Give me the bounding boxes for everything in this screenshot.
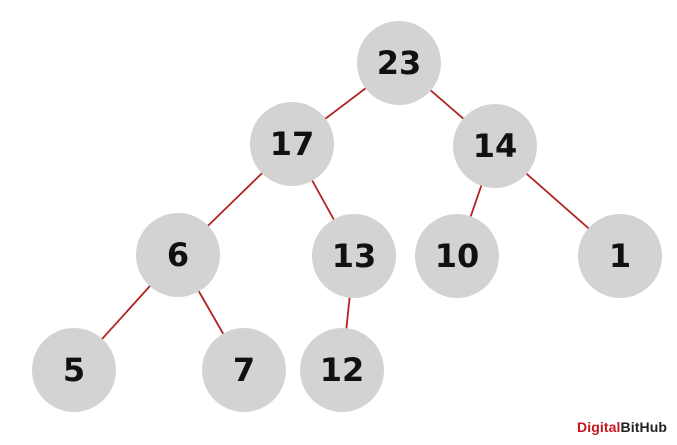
node-circle	[300, 328, 384, 412]
node-label: 10	[435, 237, 480, 275]
node-label: 23	[377, 44, 422, 82]
tree-node-10: 10	[415, 214, 499, 298]
tree-node-7: 7	[202, 328, 286, 412]
node-circle	[578, 214, 662, 298]
tree-node-5: 5	[32, 328, 116, 412]
node-circle	[32, 328, 116, 412]
tree-node-14: 14	[453, 104, 537, 188]
tree-node-1: 1	[578, 214, 662, 298]
node-circle	[250, 102, 334, 186]
node-label: 6	[167, 236, 189, 274]
node-label: 17	[270, 125, 315, 163]
tree-node-13: 13	[312, 214, 396, 298]
brand-watermark-digital: Digital	[577, 419, 621, 435]
node-circle	[415, 214, 499, 298]
tree-node-23: 23	[357, 21, 441, 105]
node-label: 14	[473, 127, 518, 165]
node-layer: 23 17 14 6 13 10 1 5 7 12	[32, 21, 662, 412]
tree-node-17: 17	[250, 102, 334, 186]
node-label: 1	[609, 237, 631, 275]
brand-watermark-bithub: BitHub	[620, 419, 667, 435]
brand-watermark: DigitalBitHub	[577, 419, 667, 435]
node-label: 7	[233, 351, 255, 389]
node-circle	[312, 214, 396, 298]
node-label: 13	[332, 237, 377, 275]
node-circle	[202, 328, 286, 412]
node-label: 5	[63, 351, 85, 389]
tree-node-6: 6	[136, 213, 220, 297]
tree-node-12: 12	[300, 328, 384, 412]
node-label: 12	[320, 351, 365, 389]
node-circle	[136, 213, 220, 297]
node-circle	[357, 21, 441, 105]
node-circle	[453, 104, 537, 188]
